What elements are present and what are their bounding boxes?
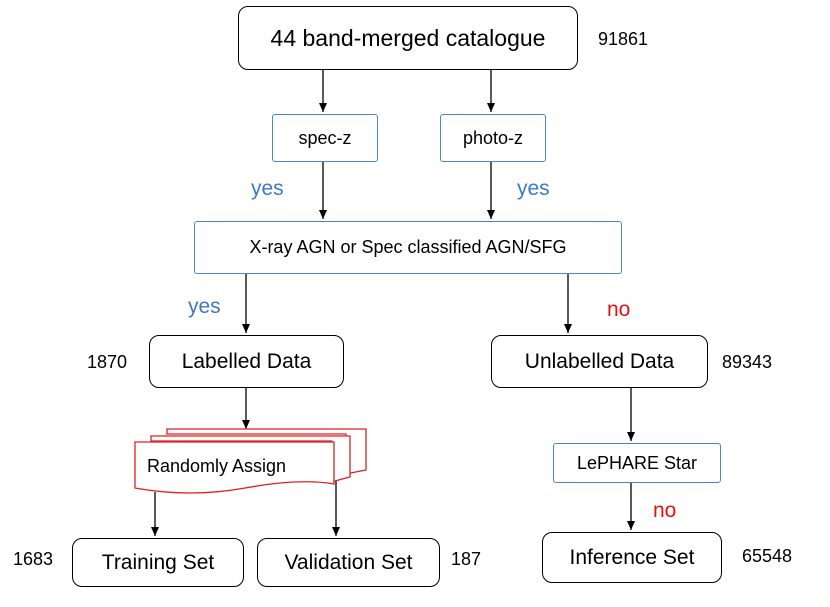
agn-check-label: X-ray AGN or Spec classified AGN/SFG xyxy=(249,237,567,257)
specz-yes-label: yes xyxy=(251,177,284,200)
specz-label: spec-z xyxy=(298,127,352,148)
randomly-assign-shape xyxy=(134,428,367,494)
labelled-data-node: Labelled Data xyxy=(149,335,344,388)
labelled-data-label: Labelled Data xyxy=(181,349,312,373)
unlabelled-data-node: Unlabelled Data xyxy=(491,335,708,388)
inference-set-node: Inference Set xyxy=(542,532,722,583)
catalogue-node: 44 band-merged catalogue xyxy=(238,6,578,70)
lephare-star-node: LePHARE Star xyxy=(553,443,721,483)
unlabelled-data-label: Unlabelled Data xyxy=(524,349,675,373)
training-set-label: Training Set xyxy=(101,550,215,574)
randomly-assign-label: Randomly Assign xyxy=(147,456,287,476)
inference-count: 65548 xyxy=(742,546,793,566)
specz-node: spec-z xyxy=(272,114,378,162)
training-set-node: Training Set xyxy=(72,538,244,587)
lephare-star-label: LePHARE Star xyxy=(576,452,698,473)
agn-no-label: no xyxy=(607,298,631,321)
validation-set-label: Validation Set xyxy=(284,550,413,574)
agn-check-node: X-ray AGN or Spec classified AGN/SFG xyxy=(194,221,622,274)
unlabelled-count: 89343 xyxy=(722,352,773,372)
photoz-label: photo-z xyxy=(462,127,524,148)
validation-set-node: Validation Set xyxy=(257,538,440,587)
photoz-node: photo-z xyxy=(440,114,546,162)
validation-count: 187 xyxy=(451,549,482,569)
lephare-no-label: no xyxy=(653,499,677,522)
catalogue-count: 91861 xyxy=(598,29,649,49)
inference-set-label: Inference Set xyxy=(569,545,695,569)
training-count: 1683 xyxy=(13,549,54,569)
labelled-count: 1870 xyxy=(87,352,128,372)
agn-yes-label: yes xyxy=(188,295,221,318)
photoz-yes-label: yes xyxy=(517,177,550,200)
catalogue-label: 44 band-merged catalogue xyxy=(270,24,546,51)
